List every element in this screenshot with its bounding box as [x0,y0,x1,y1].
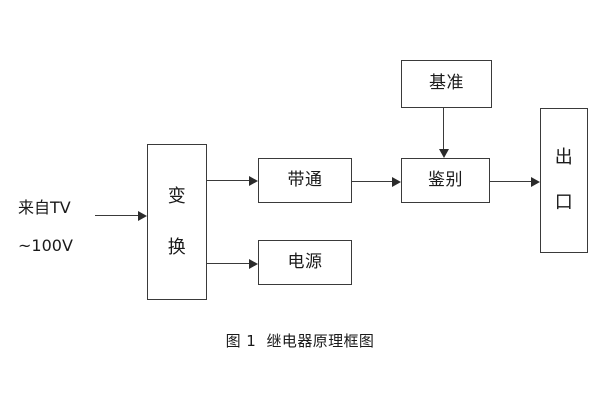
block-output[interactable]: 出 口 [540,108,588,253]
arrowhead-bandpass-to-discriminate [392,176,401,187]
block-output-label-line2: 口 [554,192,574,214]
block-bandpass-label: 带通 [287,169,323,190]
block-discriminate-label: 鉴别 [428,169,463,190]
figure-caption: 图 1 继电器原理框图 [225,332,375,350]
connector-transform-to-bandpass-line [207,180,250,181]
block-transform-label-line1: 变 [167,185,187,207]
connector-input-to-transform-line [95,215,139,216]
block-power-supply-label: 电源 [287,251,323,272]
block-transform-label-line2: 换 [167,236,187,258]
connector-bandpass-to-discriminate-line [352,181,393,182]
block-discriminate[interactable]: 鉴别 [401,158,490,203]
connector-discriminate-to-output-line [490,181,532,182]
input-source-label-line2: ~100V [18,236,73,255]
block-bandpass[interactable]: 带通 [258,158,352,203]
block-reference-label: 基准 [429,73,464,94]
connector-transform-to-power-line [207,263,250,264]
block-reference[interactable]: 基准 [401,60,492,108]
arrowhead-reference-to-discriminate [438,149,449,158]
arrowhead-transform-to-power [249,258,258,269]
connector-reference-to-discriminate-line [443,108,444,150]
block-power-supply[interactable]: 电源 [258,240,352,285]
input-source-label-line1: 来自TV [18,198,71,217]
block-output-label-line1: 出 [554,146,574,168]
arrowhead-input-to-transform [138,210,147,221]
arrowhead-discriminate-to-output [531,176,540,187]
block-transform[interactable]: 变 换 [147,144,207,300]
arrowhead-transform-to-bandpass [249,175,258,186]
